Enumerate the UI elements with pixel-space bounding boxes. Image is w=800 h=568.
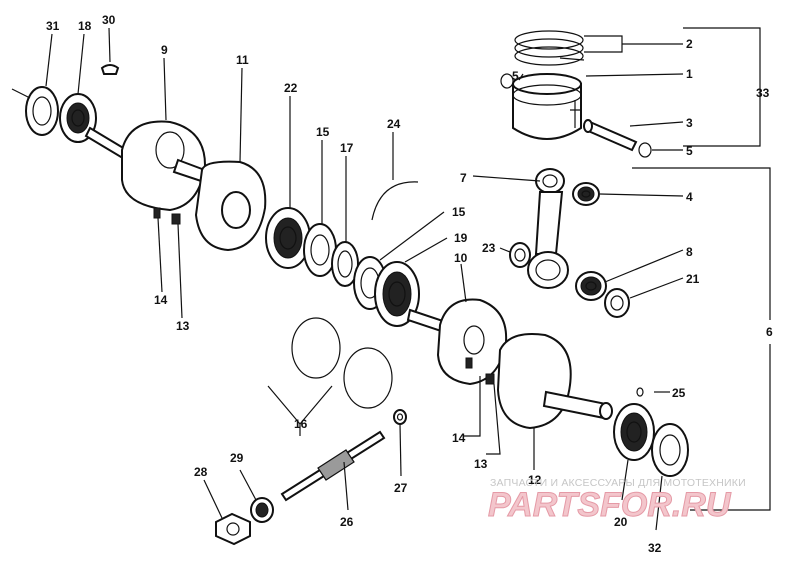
label-22: 22 [284, 81, 298, 95]
connecting-rod [527, 168, 569, 289]
thrust-washer-23 [509, 242, 531, 268]
label-1: 1 [686, 67, 693, 81]
label-16: 16 [294, 417, 308, 431]
label-3: 3 [686, 116, 693, 130]
label-15b: 15 [452, 205, 466, 219]
crank-half-12 [496, 333, 613, 430]
oil-seal-31 [25, 86, 59, 136]
piston [512, 73, 582, 140]
label-6: 6 [766, 325, 773, 339]
piston-pin [583, 119, 638, 152]
label-7: 7 [460, 171, 467, 185]
label-28: 28 [194, 465, 208, 479]
small-bolt-13-right [485, 373, 495, 385]
label-18: 18 [78, 19, 92, 33]
label-10: 10 [454, 251, 468, 265]
piston-rings [514, 30, 584, 66]
label-30: 30 [102, 13, 116, 27]
label-14b: 14 [452, 431, 466, 445]
label-24: 24 [387, 117, 401, 131]
watermark-tagline: ЗАПЧАСТИ И АКСЕССУАРЫ ДЛЯ МОТОТЕХНИКИ [490, 477, 746, 489]
nut-28 [215, 512, 251, 546]
label-2: 2 [686, 37, 693, 51]
label-4: 4 [686, 190, 693, 204]
label-33: 33 [756, 86, 770, 100]
bearing-18 [59, 93, 97, 143]
half-ring-24 [371, 181, 419, 221]
label-5a: 5 [512, 69, 519, 83]
label-13a: 13 [176, 319, 190, 333]
label-9: 9 [161, 43, 168, 57]
label-11: 11 [236, 53, 249, 67]
small-pin-14-right [465, 357, 473, 369]
label-19: 19 [454, 231, 468, 245]
label-15a: 15 [316, 125, 330, 139]
label-29: 29 [230, 451, 244, 465]
bearing-29 [250, 497, 274, 523]
label-32: 32 [648, 541, 662, 555]
part-labels: 31 18 30 9 11 22 15 17 24 15 19 10 14 13… [46, 13, 773, 555]
oil-seal-32 [651, 423, 689, 477]
label-17: 17 [340, 141, 354, 155]
label-25: 25 [672, 386, 686, 400]
watermark: ЗАПЧАСТИ И АКСЕССУАРЫ ДЛЯ МОТОТЕХНИКИ PA… [488, 477, 746, 525]
washer-27 [393, 409, 407, 425]
small-bolt-13 [171, 213, 181, 225]
crank-half-10 [406, 298, 508, 386]
label-26: 26 [340, 515, 354, 529]
bearing-19 [374, 261, 420, 327]
label-23: 23 [482, 241, 496, 255]
thrust-washer-21 [604, 288, 630, 318]
circlip-right [638, 142, 652, 158]
snap-rings-16 [291, 317, 393, 409]
woodruff-key [100, 64, 120, 75]
small-ring-25 [636, 387, 644, 397]
drive-shaft-26 [280, 430, 386, 502]
label-13b: 13 [474, 457, 488, 471]
label-12: 12 [528, 473, 542, 487]
big-end-bearing [575, 271, 607, 301]
seal-15 [303, 223, 337, 277]
circlip-left [500, 73, 514, 89]
label-5b: 5 [686, 144, 693, 158]
crank-half-11 [194, 160, 267, 252]
leader-lines [11, 27, 771, 531]
label-21: 21 [686, 272, 700, 286]
bearing-22 [265, 207, 311, 269]
label-20: 20 [614, 515, 628, 529]
small-end-bearing [572, 182, 600, 206]
bearing-20 [613, 403, 655, 461]
small-pin-14 [153, 207, 161, 219]
label-14a: 14 [154, 293, 168, 307]
watermark-logo: PARTSFOR.RU [488, 486, 732, 524]
label-31: 31 [46, 19, 60, 33]
label-27: 27 [394, 481, 408, 495]
label-8: 8 [686, 245, 693, 259]
